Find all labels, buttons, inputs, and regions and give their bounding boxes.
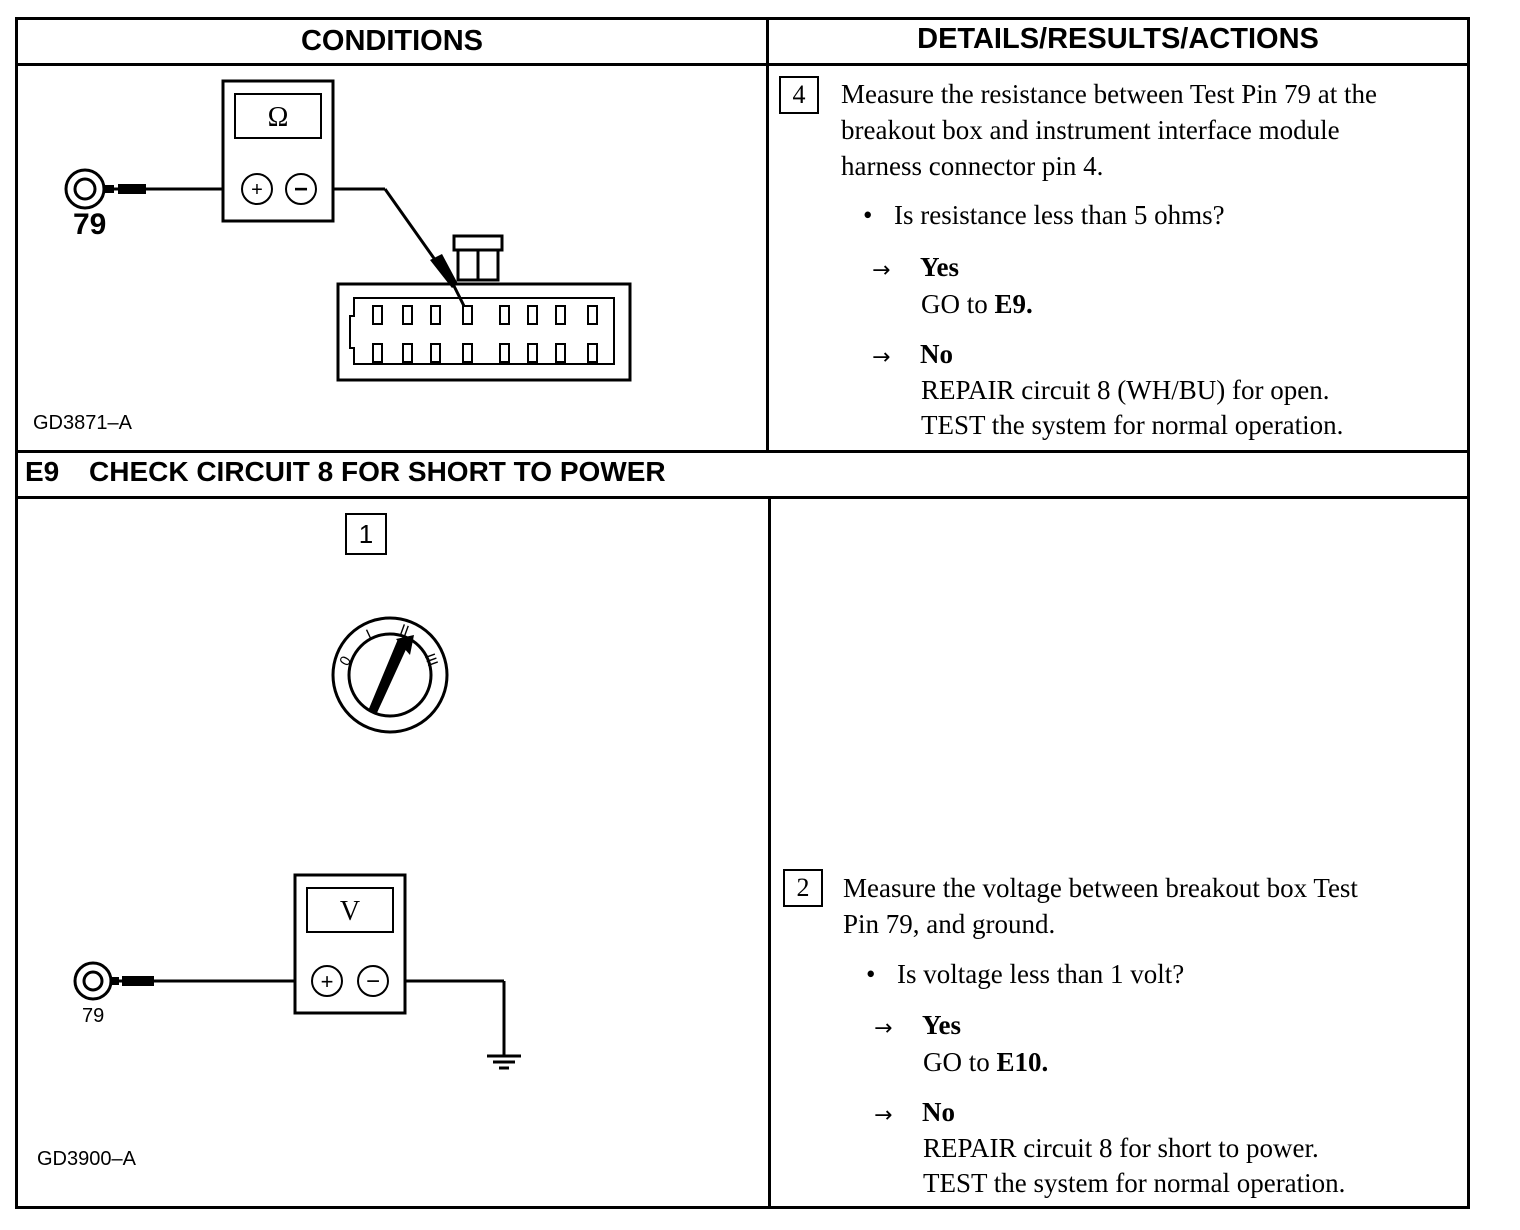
connector-pin-cavity <box>462 343 473 363</box>
connector-pin-cavity <box>430 343 441 363</box>
connector-pin-cavity <box>372 343 383 363</box>
connector-pin-cavity <box>372 305 383 325</box>
volt-symbol: V <box>340 896 360 927</box>
no-action-line: TEST the system for normal operation. <box>921 410 1344 440</box>
ignition-position-1: I <box>363 626 374 643</box>
table-frame <box>15 17 1470 1209</box>
figure-id-gd3900: GD3900–A <box>37 1148 136 1170</box>
connector-pin-cavity <box>555 343 566 363</box>
connector-pin-cavity <box>430 305 441 325</box>
yes-action-target: E9. <box>994 289 1033 319</box>
no-label: No <box>920 339 953 369</box>
yes-action: GO to E9. <box>921 287 1033 322</box>
connector-pin-cavity <box>402 305 413 325</box>
yes-action-prefix: GO to <box>921 289 988 319</box>
yes-label: Yes <box>920 252 959 282</box>
connector-pin-cavity <box>587 343 598 363</box>
connector-pin-cavity <box>499 343 510 363</box>
ohmmeter-icon <box>221 79 335 223</box>
pin-label: 79 <box>82 1005 104 1027</box>
pin-label: 79 <box>73 208 106 241</box>
step-number-1: 1 <box>345 513 387 555</box>
ohm-symbol: Ω <box>268 102 289 133</box>
section-code: E9 <box>25 456 60 487</box>
connector-pin-cavity <box>527 343 538 363</box>
ignition-switch-diagram: 0 I II III <box>331 616 449 734</box>
instruction-line: harness connector pin 4. <box>841 151 1104 181</box>
voltmeter-icon <box>293 873 407 1015</box>
yes-action: GO to E10. <box>923 1045 1048 1080</box>
minus-terminal-label: − <box>366 968 380 995</box>
plus-terminal-label: + <box>251 179 263 201</box>
test-pin-icon <box>64 168 223 210</box>
harness-connector-icon <box>336 234 632 382</box>
bullet-icon: • <box>863 200 873 230</box>
step-2-question: Is voltage less than 1 volt? <box>897 959 1185 989</box>
section-divider-bottom <box>15 496 1470 499</box>
connector-pin-cavity <box>587 305 598 325</box>
no-action: REPAIR circuit 8 (WH/BU) for open. TEST … <box>921 373 1343 443</box>
minus-terminal-label: − <box>294 176 308 203</box>
section-divider-top <box>15 450 1470 453</box>
voltage-test-diagram: 79 V + − <box>73 873 521 1070</box>
no-action-line: REPAIR circuit 8 (WH/BU) for open. <box>921 375 1330 405</box>
connector-pin-cavity <box>462 305 473 325</box>
instruction-line: breakout box and instrument interface mo… <box>841 115 1340 145</box>
step-4-question: Is resistance less than 5 ohms? <box>894 200 1225 230</box>
no-action: REPAIR circuit 8 for short to power. TES… <box>923 1131 1345 1201</box>
instruction-line: Measure the voltage between breakout box… <box>843 873 1358 903</box>
header-conditions: CONDITIONS <box>300 25 484 57</box>
step-4-instruction: Measure the resistance between Test Pin … <box>841 76 1461 184</box>
instruction-line: Measure the resistance between Test Pin … <box>841 79 1377 109</box>
ignition-key-icon <box>368 635 414 715</box>
connector-pin-cavity <box>402 343 413 363</box>
no-action-line: REPAIR circuit 8 for short to power. <box>923 1133 1319 1163</box>
ignition-position-3: III <box>421 651 441 669</box>
arrow-right-icon: → <box>872 345 891 370</box>
figure-id-gd3871: GD3871–A <box>33 412 132 434</box>
test-pin-icon <box>73 961 295 1001</box>
connector-pin-cavity <box>555 305 566 325</box>
arrow-right-icon: → <box>874 1016 893 1041</box>
resistance-test-diagram: 79 Ω + − <box>64 79 632 382</box>
header-details-results-actions: DETAILS/RESULTS/ACTIONS <box>917 23 1319 55</box>
column-divider-lower <box>768 496 771 1209</box>
yes-label: Yes <box>922 1010 961 1040</box>
step-number-2: 2 <box>783 869 823 907</box>
column-divider-upper <box>766 17 769 452</box>
header-divider <box>15 63 1470 66</box>
connector-pin-cavity <box>527 305 538 325</box>
arrow-right-icon: → <box>874 1103 893 1128</box>
plus-terminal-label: + <box>321 969 334 994</box>
step-number-4: 4 <box>779 76 819 114</box>
yes-action-target: E10. <box>996 1047 1049 1077</box>
ground-icon <box>487 1054 521 1070</box>
no-label: No <box>922 1097 955 1127</box>
section-title: CHECK CIRCUIT 8 FOR SHORT TO POWER <box>89 456 666 487</box>
step-2-instruction: Measure the voltage between breakout box… <box>843 870 1463 942</box>
yes-action-prefix: GO to <box>923 1047 990 1077</box>
instruction-line: Pin 79, and ground. <box>843 909 1056 939</box>
bullet-icon: • <box>866 959 876 989</box>
connector-pin-cavity <box>499 305 510 325</box>
arrow-right-icon: → <box>872 258 891 283</box>
no-action-line: TEST the system for normal operation. <box>923 1168 1346 1198</box>
